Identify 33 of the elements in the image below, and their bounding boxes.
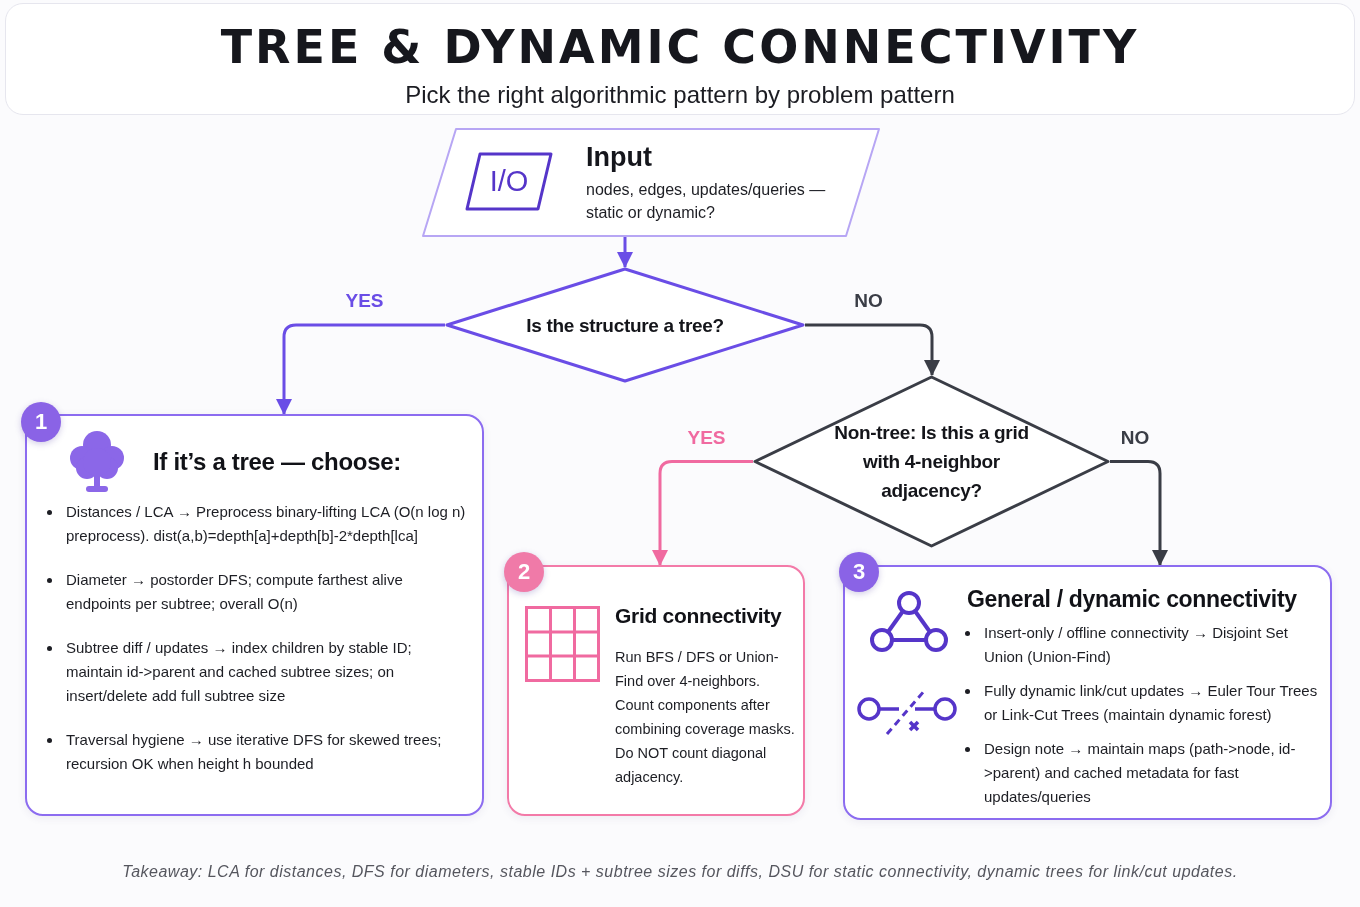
bullet-text: Fully dynamic link/cut updates → Euler Tour Trees or Link-Cut Trees (maintain dynamic forest) (984, 681, 1319, 725)
option-card (843, 565, 1332, 820)
card-description: Run BFS / DFS or Union-Find over 4-neighbors. Count components after combining coverage masks. Do NOT count diagonal adjacency. (615, 648, 796, 787)
bullet-text: Design note → maintain maps (path->node, id->parent) and cached metadata for fast updates/queries (984, 739, 1297, 807)
option-card (507, 565, 805, 816)
card-heading: If it’s a tree — choose: (153, 447, 402, 477)
input-parallelogram (422, 128, 880, 237)
arrow (652, 460, 753, 566)
step-number: 3 (839, 552, 879, 592)
subtitle: Pick the right algorithmic pattern by problem pattern (405, 81, 955, 109)
io-parallelogram: I/O (465, 152, 553, 211)
arrow (617, 237, 633, 268)
arrow (1110, 460, 1168, 566)
arrow (805, 323, 940, 376)
input-description: nodes, edges, updates/queries — static or dynamic? (586, 180, 827, 223)
card-heading: Grid connectivity (615, 603, 783, 629)
step-number: 1 (21, 402, 61, 442)
bullet-text: Distances / LCA → Preprocess binary-lifting LCA (O(n log n) preprocess). dist(a,b)=depth[a]+depth[b]-2*depth[lca] (66, 502, 467, 546)
step-number: 2 (504, 552, 544, 592)
bullet-text: Traversal hygiene → use iterative DFS for skewed trees; recursion OK when height h bounded (66, 730, 443, 774)
option-card (25, 414, 484, 816)
arrow (276, 323, 445, 415)
decision-diamond (753, 375, 1110, 548)
bullet-text: Insert-only / offline connectivity → Disjoint Set Union (Union-Find) (984, 623, 1290, 667)
bullet-text: Subtree diff / updates → index children by stable ID; maintain id->parent and cached subtree sizes; on insert/delete add full subtree size (66, 638, 413, 706)
input-heading: Input (586, 141, 652, 174)
decision-diamond (445, 267, 805, 383)
caption: Takeaway: LCA for distances, DFS for diameters, stable IDs + subtree sizes for diffs, DSU for static connectivity, dynamic trees for link/cut updates. (121, 862, 1239, 882)
card-heading: General / dynamic connectivity (967, 585, 1298, 614)
title: TREE & DYNAMIC CONNECTIVITY (220, 23, 1140, 71)
decision-text: Is the structure a tree? (525, 313, 725, 338)
bullet-text: Diameter → postorder DFS; compute farthest alive endpoints per subtree; overall O(n) (66, 570, 404, 614)
decision-text: Non-tree: Is this a grid with 4-neighbor adjacency? (833, 421, 1030, 503)
